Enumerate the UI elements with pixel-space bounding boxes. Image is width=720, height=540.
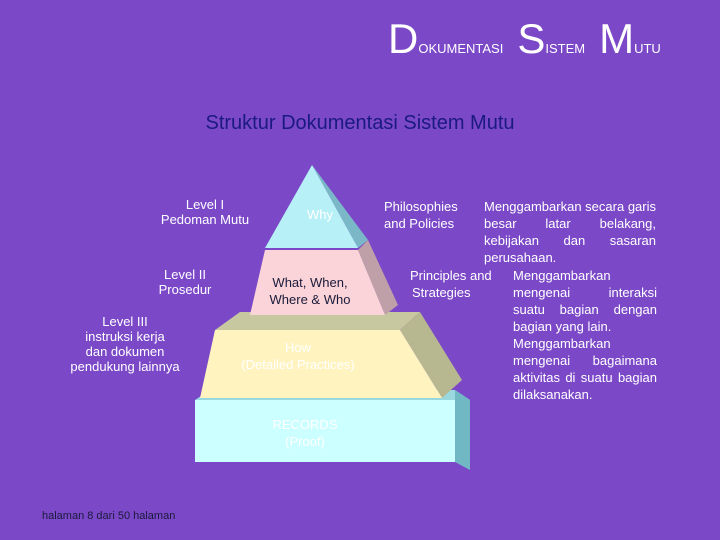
base-text: RECORDS (Proof) [272, 417, 338, 449]
desc-level-3: Menggambarkan mengenai bagaimana aktivit… [513, 336, 657, 402]
level-2-label: Level II Prosedur [158, 267, 212, 297]
principles-label: Principles and Strategies [410, 268, 492, 300]
desc-level-2-first: Menggambarkan [513, 268, 611, 283]
tier3-top [215, 312, 420, 330]
tier3-text: How (Detailed Practices) [241, 340, 355, 372]
tier3-side [400, 312, 462, 398]
tier3-face [200, 330, 442, 398]
base-block-side [455, 390, 470, 470]
tier1-text: Why [307, 207, 333, 222]
tier1-side [312, 165, 368, 248]
base-block-face [195, 400, 455, 462]
level-1-label: Level I Pedoman Mutu [160, 197, 250, 227]
desc-level-2: mengenai interaksi suatu bagian dengan b… [513, 285, 657, 334]
tier1-face [265, 165, 358, 248]
page-footer: halaman 8 dari 50 halaman [42, 510, 176, 522]
level-3-label: Level III instruksi kerja dan dokumen pe… [70, 314, 180, 374]
slide-subtitle: Struktur Dokumentasi Sistem Mutu [205, 112, 515, 134]
tier2-side [358, 240, 398, 315]
desc-level-1: Menggambarkan secara garis besar latar b… [484, 199, 656, 265]
tier2-face [250, 250, 385, 315]
philosophies-label: Philosophies and Policies [384, 199, 458, 231]
tier2-text: What, When, Where & Who [269, 275, 351, 307]
